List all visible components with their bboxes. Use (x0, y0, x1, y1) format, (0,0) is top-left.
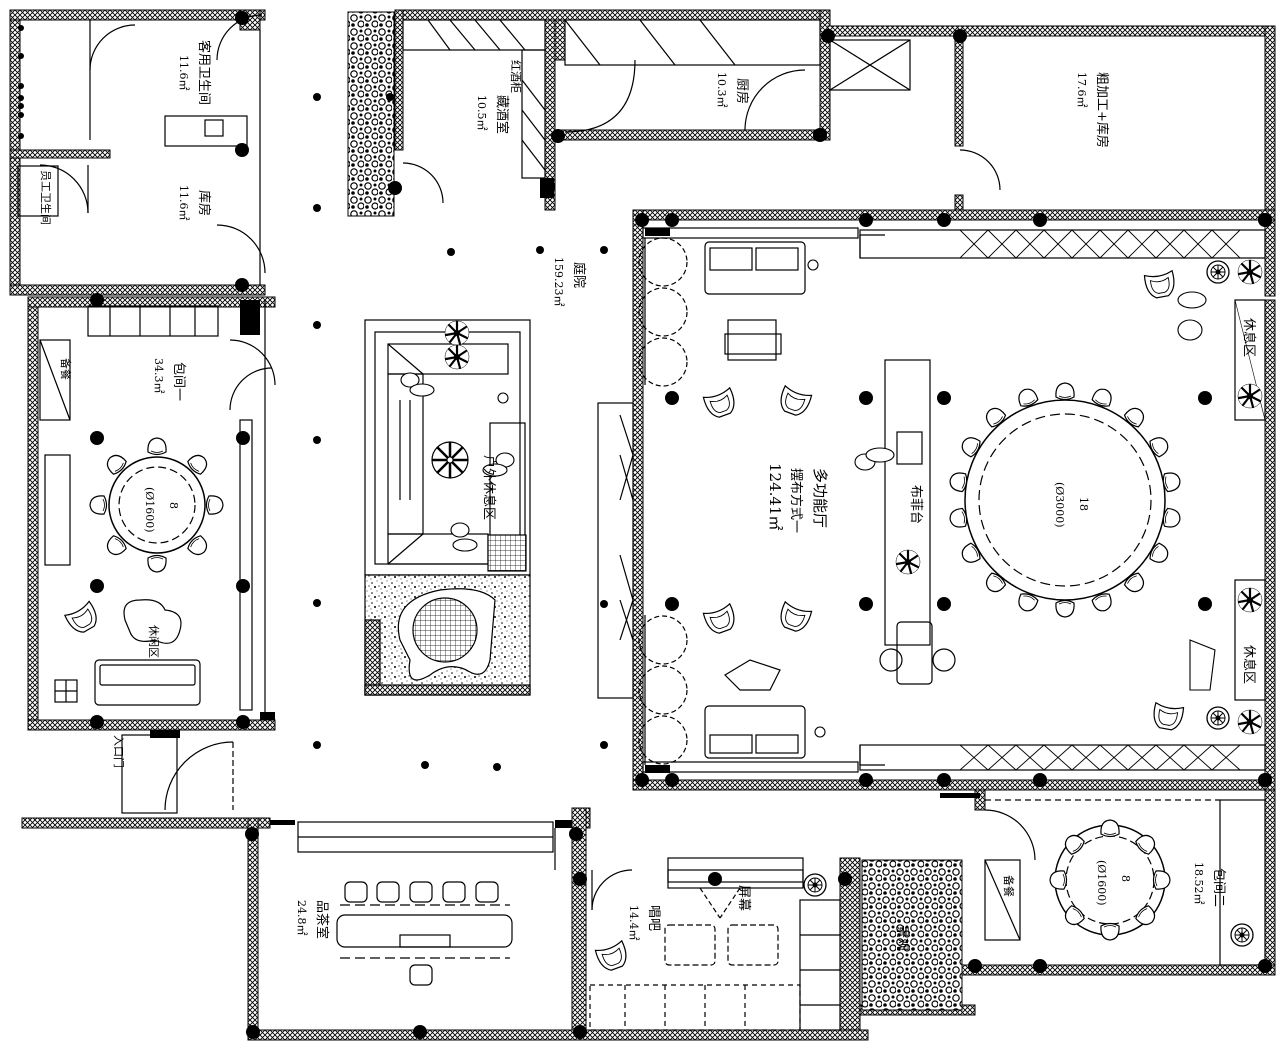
function-hall-seats: 18 (1077, 497, 1090, 511)
function-hall-area: 124.41㎡ (766, 463, 784, 531)
private-room-2-table-size: (Ø1600) (1095, 860, 1108, 906)
kitchen-name: 厨房 (734, 78, 750, 104)
entrance-label: 入口门 (112, 735, 126, 768)
stone-landscape-bottom (861, 859, 963, 1011)
umbrella-icon (431, 441, 469, 479)
rest-area-bottom-label: 休息区 (1241, 645, 1257, 684)
bar-area: 14.4㎡ (627, 905, 640, 941)
private-room-1-size: (Ø1600) (143, 487, 156, 533)
storage-area: 11.6㎡ (177, 185, 190, 221)
side-board-1-label: 备餐 (59, 358, 73, 380)
structural-columns (90, 11, 1272, 1039)
bar-name: 唱吧 (646, 905, 661, 931)
function-hall-table-size: (Ø3000) (1053, 482, 1066, 528)
prep-storage-area: 17.6㎡ (1075, 72, 1088, 108)
wine-cellar-name: 藏酒室 (494, 95, 510, 134)
landscape-label: 景观 (894, 925, 909, 951)
function-hall-name: 多功能厅 (811, 468, 829, 528)
private-room-2-area: 18.52㎡ (1192, 862, 1205, 905)
private-room-1-chairs (63, 437, 224, 637)
interior-partitions (17, 14, 1266, 1031)
wall-caps (150, 178, 980, 828)
prep-storage-name: 粗加工+库房 (1094, 72, 1110, 148)
wine-cellar-area: 10.5㎡ (475, 95, 488, 131)
kitchen-area: 10.3㎡ (715, 72, 728, 108)
lounge-1-label: 休闲区 (147, 625, 161, 658)
tea-room-name: 品茶室 (314, 900, 330, 939)
person-icons (400, 259, 1216, 738)
tea-room-area: 24.8㎡ (295, 900, 308, 936)
screen-label: 屏幕 (736, 885, 751, 911)
courtyard-area: 159.23㎡ (552, 257, 565, 307)
staff-wc-name: 员工卫生间 (39, 170, 53, 225)
plant-icons (443, 258, 1264, 736)
private-room-2-name: 包间二 (1211, 868, 1226, 907)
walls (9, 9, 1276, 1041)
private-room-1-seats: 8 (167, 502, 180, 509)
function-hall-subtitle: 摆布方式一 (788, 468, 804, 533)
guest-wc-name: 客用卫生间 (196, 40, 212, 105)
tea-room-chairs (344, 881, 499, 986)
private-room-2-chairs (1049, 819, 1171, 941)
outdoor-lounge-label: 户外休息区 (481, 455, 497, 520)
column-markers (18, 25, 608, 771)
storage-name: 库房 (196, 190, 212, 216)
stone-wall-top (347, 11, 395, 217)
buffet-label: 布菲台 (908, 485, 923, 524)
private-room-2-seats: 8 (1119, 875, 1132, 882)
guest-wc-area: 11.6㎡ (177, 55, 190, 91)
wine-cabinet-label: 红酒柜 (509, 60, 522, 93)
private-room-1-name: 包间一 (171, 362, 186, 401)
side-board-2-label: 备餐 (1002, 875, 1016, 897)
courtyard-name: 庭院 (571, 262, 587, 288)
private-room-1-area: 34.3㎡ (152, 358, 165, 394)
rest-area-top-label: 休息区 (1241, 318, 1257, 357)
